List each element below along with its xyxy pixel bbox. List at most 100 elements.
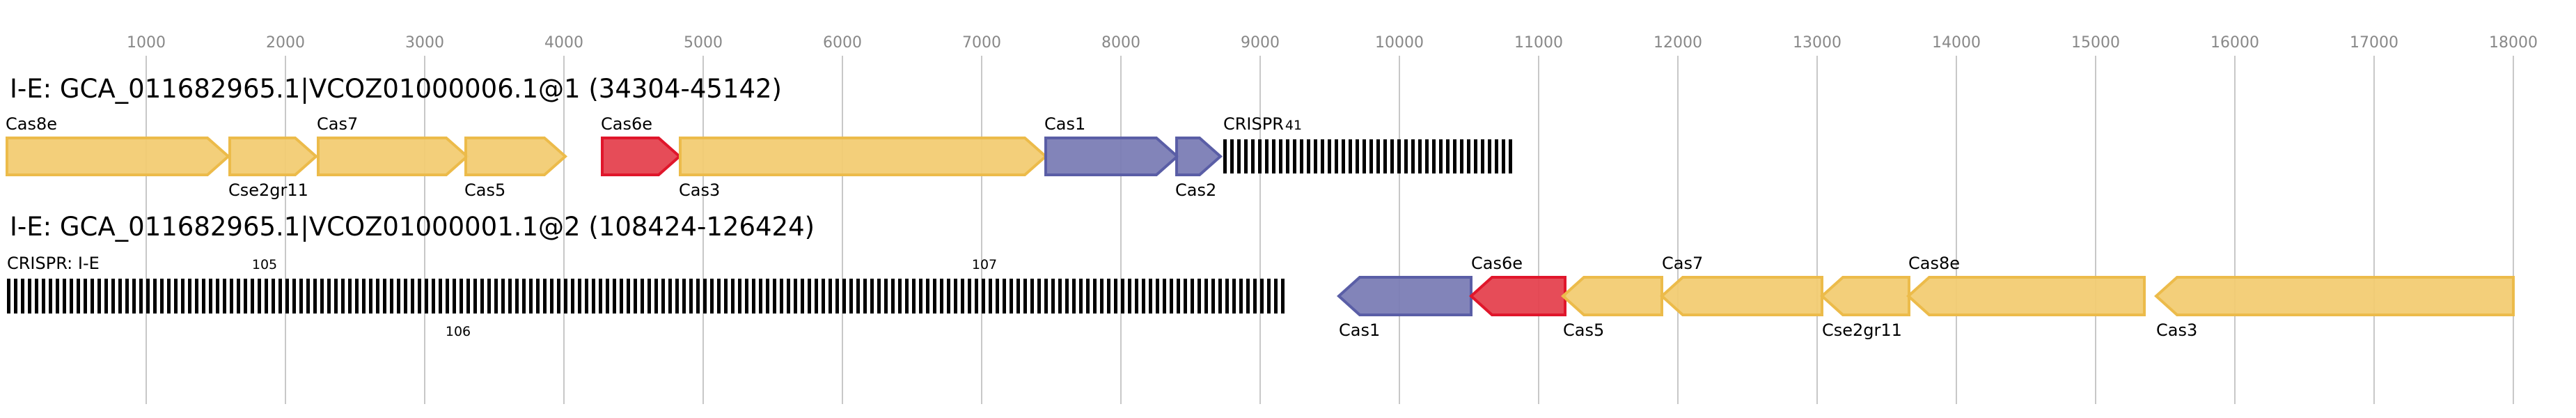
crispr-repeat (1432, 139, 1436, 173)
crispr-repeat (63, 279, 66, 314)
crispr-repeat (863, 279, 867, 314)
crispr-repeat (849, 279, 853, 314)
crispr-repeat (1453, 139, 1456, 173)
crispr-repeat (1260, 279, 1264, 314)
crispr-repeat (1328, 139, 1331, 173)
crispr-repeat (1404, 139, 1408, 173)
tick-label: 16000 (2210, 34, 2259, 52)
crispr-repeat (7, 279, 10, 314)
crispr-repeat (884, 279, 888, 314)
crispr-repeat (794, 279, 797, 314)
crispr-repeat (578, 279, 581, 314)
crispr-repeat (104, 279, 108, 314)
gene-label: Cas3 (2156, 320, 2197, 340)
crispr-repeat (1335, 139, 1338, 173)
crispr-repeat (641, 279, 644, 314)
crispr-repeat (529, 279, 533, 314)
crispr-repeat (1079, 279, 1083, 314)
crispr-repeat (1107, 279, 1110, 314)
crispr-repeat (1425, 139, 1429, 173)
crispr-repeat (1163, 279, 1166, 314)
crispr-repeat (912, 279, 916, 314)
gene-arrow-cas1 (1044, 137, 1180, 176)
crispr-repeat (1446, 139, 1450, 173)
crispr-repeat (1072, 279, 1076, 314)
crispr-repeat (202, 279, 205, 314)
crispr-repeat (1010, 279, 1013, 314)
crispr-repeat (1044, 279, 1048, 314)
crispr-repeat (696, 279, 700, 314)
crispr-repeat (1065, 279, 1069, 314)
gene-arrow-cas8e (1906, 276, 2146, 316)
gene-label: Cas6e (1471, 254, 1523, 273)
crispr-repeat (334, 279, 338, 314)
crispr-repeat (947, 279, 950, 314)
crispr-name: CRISPR: I-E (7, 254, 100, 273)
crispr-repeat (508, 279, 512, 314)
crispr-repeat (1376, 139, 1380, 173)
crispr-repeat (111, 279, 115, 314)
crispr-repeat (1191, 279, 1194, 314)
crispr-repeat (397, 279, 400, 314)
crispr-repeat (1197, 279, 1201, 314)
crispr-repeat (223, 279, 226, 314)
crispr-repeat (856, 279, 860, 314)
tick-label: 18000 (2489, 34, 2538, 52)
tick-label: 3000 (405, 34, 444, 52)
crispr-repeat (118, 279, 122, 314)
crispr-repeat (989, 279, 992, 314)
crispr-repeat (439, 279, 442, 314)
crispr-repeat (1177, 279, 1180, 314)
crispr-repeat (1204, 279, 1208, 314)
crispr-repeat (842, 279, 846, 314)
gene-arrow-cas3 (2154, 276, 2515, 316)
crispr-repeat (1411, 139, 1415, 173)
crispr-repeat (682, 279, 686, 314)
crispr-repeat (453, 279, 456, 314)
crispr-repeat (139, 279, 143, 314)
crispr-count: 41 (1285, 118, 1302, 133)
tick-label: 8000 (1101, 34, 1140, 52)
gene-arrow-cse2gr11 (228, 137, 319, 176)
crispr-repeat (585, 279, 588, 314)
crispr-repeat (543, 279, 547, 314)
crispr-repeat (870, 279, 874, 314)
crispr-repeat (717, 279, 721, 314)
crispr-repeat (313, 279, 317, 314)
crispr-repeat (1369, 139, 1373, 173)
crispr-repeat (160, 279, 164, 314)
gene-label: Cas7 (1662, 254, 1703, 273)
crispr-repeat (731, 279, 735, 314)
crispr-repeat (592, 279, 595, 314)
crispr-repeat (272, 279, 275, 314)
crispr-repeat (1156, 279, 1159, 314)
gene-arrow-cas7 (1660, 276, 1823, 316)
gene-label: Cas1 (1044, 114, 1085, 134)
crispr-repeat (265, 279, 268, 314)
crispr-repeat (487, 279, 491, 314)
crispr-repeat (759, 279, 762, 314)
locus-title: I-E: GCA_011682965.1|VCOZ01000006.1@1 (3… (10, 74, 782, 104)
crispr-repeat (647, 279, 651, 314)
crispr-repeat (766, 279, 769, 314)
crispr-repeat (606, 279, 609, 314)
crispr-repeat (773, 279, 776, 314)
crispr-repeat (348, 279, 352, 314)
crispr-repeat (1397, 139, 1401, 173)
crispr-repeat (1349, 139, 1352, 173)
crispr-repeat (515, 279, 519, 314)
crispr-repeat (432, 279, 435, 314)
tick-label: 7000 (962, 34, 1001, 52)
crispr-repeat (1100, 279, 1104, 314)
crispr-repeat (1467, 139, 1470, 173)
gene-arrow-cas2 (1175, 137, 1223, 176)
crispr-repeat (320, 279, 324, 314)
crispr-repeat (181, 279, 184, 314)
crispr-repeat (1488, 139, 1491, 173)
crispr-repeat (306, 279, 310, 314)
crispr-repeat (21, 279, 24, 314)
crispr-marker: 105 (252, 257, 277, 272)
crispr-repeat (787, 279, 790, 314)
